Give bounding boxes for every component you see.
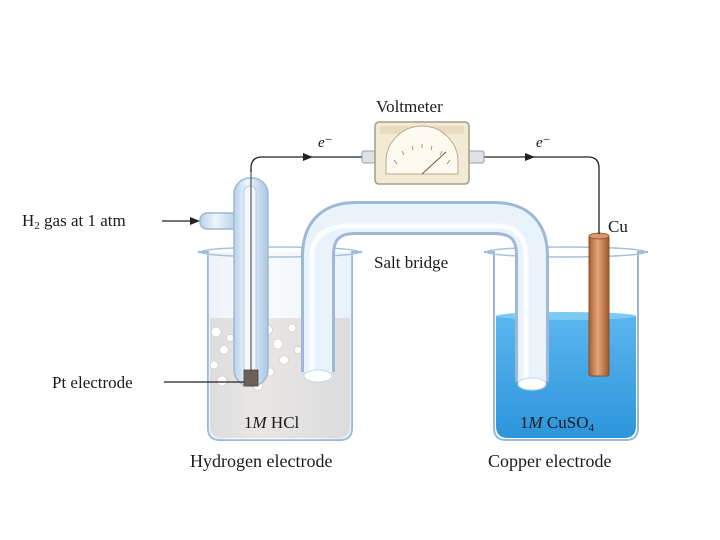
pt-electrode-label: Pt electrode: [52, 373, 133, 392]
voltmeter-dial: [385, 125, 459, 175]
h2-pointer: [162, 217, 200, 225]
hydrogen-electrode-label: Hydrogen electrode: [190, 451, 333, 471]
salt-bridge-label: Salt bridge: [374, 253, 449, 272]
electron-label-right: e⁻: [536, 135, 551, 151]
voltmeter: [361, 121, 485, 185]
electron-label-left: e⁻: [318, 135, 333, 151]
salt-bridge: [301, 201, 549, 391]
electron-arrow-left: [303, 153, 313, 161]
hcl-label: 1M HCl: [244, 413, 300, 432]
pt-electrode: [243, 369, 259, 387]
hydrogen-gas-tube: [199, 170, 269, 387]
cuso4-label: 1M CuSO4: [520, 413, 594, 434]
voltmeter-label: Voltmeter: [376, 97, 443, 116]
voltmeter-needle: [421, 151, 447, 175]
electron-arrow-right: [525, 153, 535, 161]
h2-gas-label: H2 gas at 1 atm: [22, 211, 126, 232]
right-beaker: [484, 246, 648, 441]
copper-electrode-label: Copper electrode: [488, 451, 612, 471]
cu-label: Cu: [608, 217, 628, 236]
copper-electrode: [588, 232, 610, 377]
external-circuit-wire: [250, 156, 600, 234]
